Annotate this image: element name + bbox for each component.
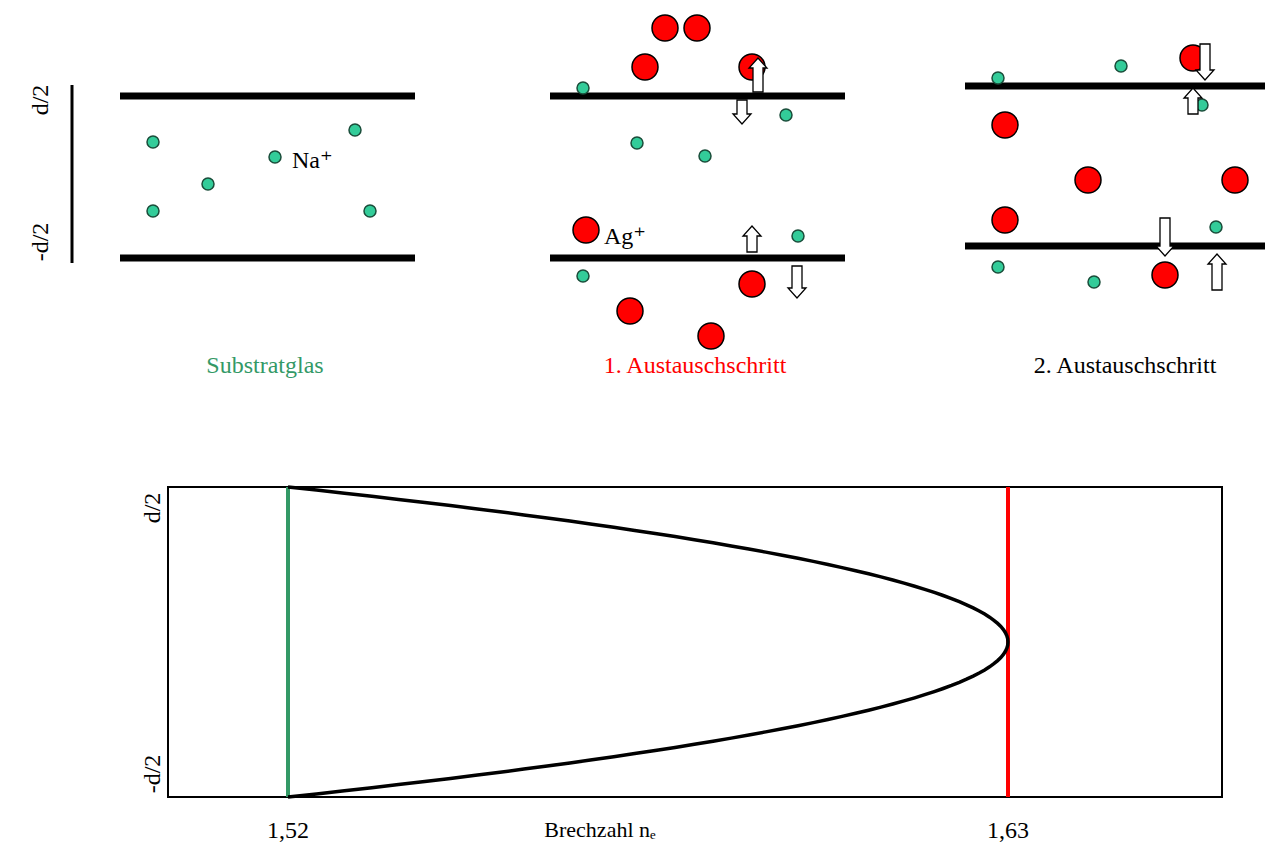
axis-title: Brechzahl nₑ — [544, 819, 655, 841]
exchange-arrow — [1196, 44, 1214, 80]
exchange-arrow — [1184, 88, 1202, 114]
sodium-ion — [147, 136, 159, 148]
silver-ion — [573, 217, 599, 243]
sodium-ion — [577, 270, 589, 282]
sodium-ion — [349, 124, 361, 136]
exchange-arrow — [733, 100, 751, 124]
sodium-ion — [1115, 60, 1127, 72]
silver-ion — [1075, 167, 1101, 193]
step-caption: 2. Austauschschritt — [1034, 353, 1217, 377]
exchange-arrow — [1156, 218, 1174, 256]
index-profile-curve — [288, 487, 1008, 797]
sodium-ion — [202, 178, 214, 190]
ion-label: Ag⁺ — [604, 224, 646, 248]
tick-label: 1,63 — [987, 818, 1029, 842]
silver-ion — [632, 54, 658, 80]
thickness-bar — [71, 85, 74, 263]
glass-surfaces — [120, 86, 1265, 258]
silver-ion — [1222, 167, 1248, 193]
sodium-ion — [699, 150, 711, 162]
sodium-ion — [577, 82, 589, 94]
silver-ion — [698, 323, 724, 349]
silver-ion — [1152, 262, 1178, 288]
sodium-ion — [269, 151, 281, 163]
tick-label: 1,52 — [267, 818, 309, 842]
dynamic-art — [147, 15, 1248, 797]
thickness-label: -d/2 — [28, 223, 52, 262]
sodium-ion — [992, 72, 1004, 84]
step-caption: 1. Austauschschritt — [604, 353, 787, 377]
sodium-ion — [792, 230, 804, 242]
sodium-ion — [147, 205, 159, 217]
silver-ion — [992, 207, 1018, 233]
sodium-ion — [1088, 276, 1100, 288]
sodium-ion — [364, 205, 376, 217]
step-caption: Substratglas — [206, 353, 323, 377]
sodium-ion — [1210, 221, 1222, 233]
exchange-arrow — [1208, 254, 1226, 290]
exchange-arrow — [788, 266, 806, 298]
exchange-arrow — [743, 226, 761, 252]
silver-ion — [617, 298, 643, 324]
substrate-index-line — [286, 487, 290, 797]
sodium-ion — [631, 137, 643, 149]
silver-ion — [684, 15, 710, 41]
exchange-arrow — [749, 58, 767, 92]
sodium-ion — [780, 109, 792, 121]
chart-frame — [168, 487, 1222, 797]
axis-label: -d/2 — [140, 755, 164, 794]
silver-ion — [739, 271, 765, 297]
silver-ion — [992, 112, 1018, 138]
axis-label: d/2 — [140, 493, 164, 524]
ion-label: Na⁺ — [292, 148, 333, 172]
silver-ion — [652, 15, 678, 41]
thickness-label: d/2 — [28, 85, 52, 116]
sodium-ion — [992, 261, 1004, 273]
static-art — [72, 85, 1265, 797]
